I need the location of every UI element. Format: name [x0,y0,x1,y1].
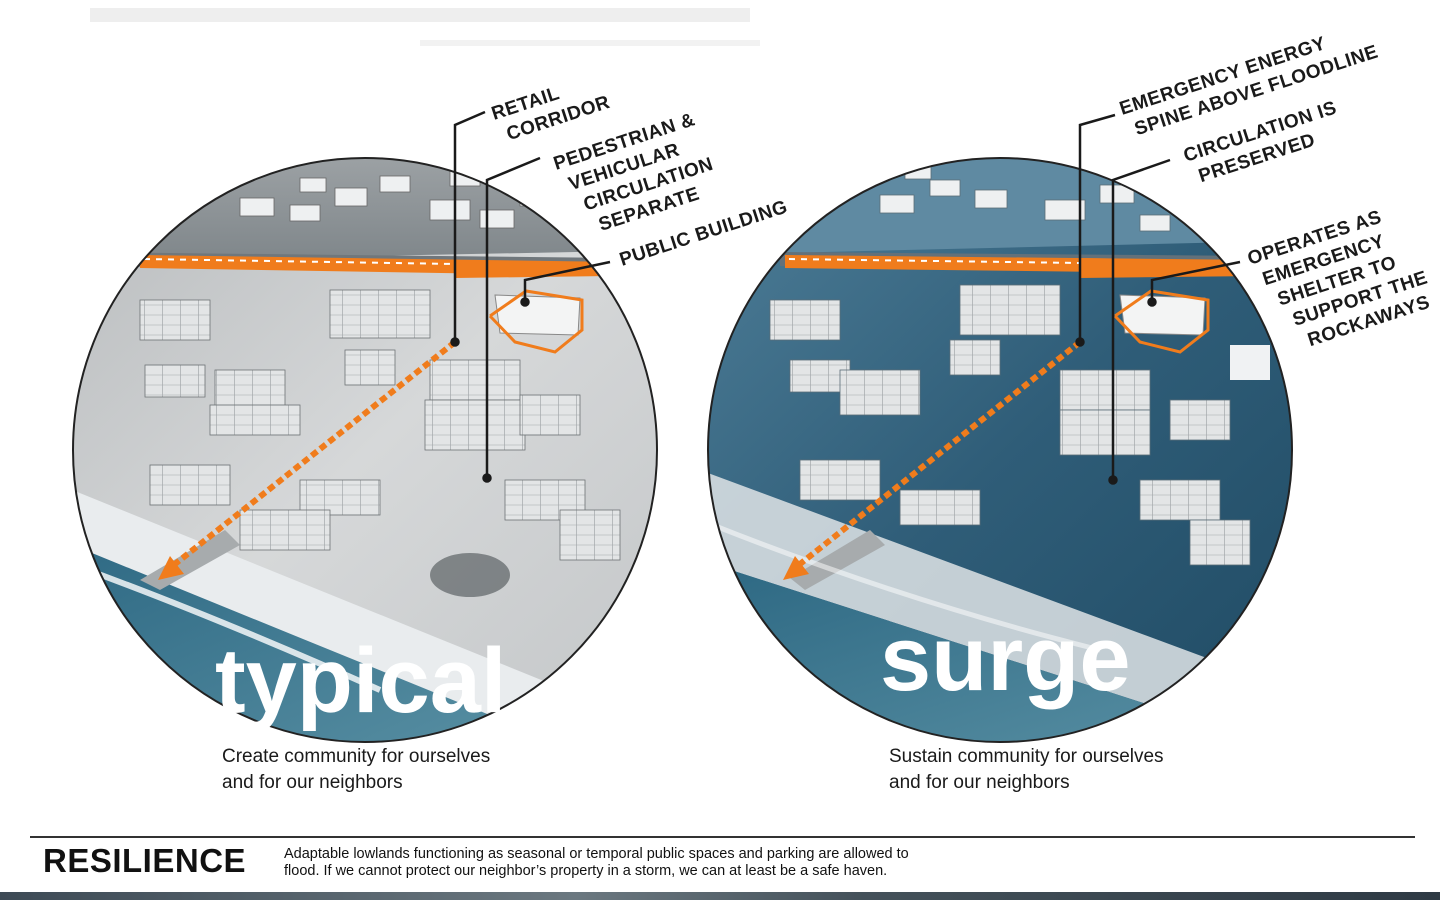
typical-leader-lines [450,110,611,483]
resilience-title: RESILIENCE [43,842,247,879]
surge-orange-overlays [783,255,1260,580]
typical-orange-overlays [140,255,620,580]
surge-housing-blocks [769,284,1251,566]
faint-header-remnant [90,8,760,46]
typical-caption: Create community for ourselves and for o… [222,744,562,796]
surge-upper-houses [879,164,1215,232]
surge-spine-arrow [793,339,1082,571]
surge-caption-line: Sustain community for ourselves [889,746,1164,767]
surge-leader-lines [1075,113,1241,485]
typical-caption-line: Create community for ourselves [222,746,491,767]
typical-spine-arrow [168,339,457,571]
typical-label: typical [215,630,506,732]
surge-caption-line: and for our neighbors [889,772,1070,793]
resilience-line: Adaptable lowlands functioning as season… [284,846,909,862]
typical-caption-line: and for our neighbors [222,772,403,793]
footer-divider [30,836,1415,838]
bottom-image-strip [0,892,1440,900]
callout-retail-corridor: RETAIL CORRIDOR [489,83,613,145]
surge-label: surge [880,608,1131,710]
callout-circulation-separate: PEDESTRIAN & VEHICULAR CIRCULATION SEPAR… [551,109,716,236]
callout-emergency-shelter: OPERATES AS EMERGENCY SHELTER TO SUPPORT… [1245,207,1433,352]
surge-caption: Sustain community for ourselves and for … [889,744,1229,796]
resilience-line: flood. If we cannot protect our neighbor… [284,863,888,879]
housing-blocks [139,289,621,561]
resilience-description: Adaptable lowlands functioning as season… [284,846,1064,880]
